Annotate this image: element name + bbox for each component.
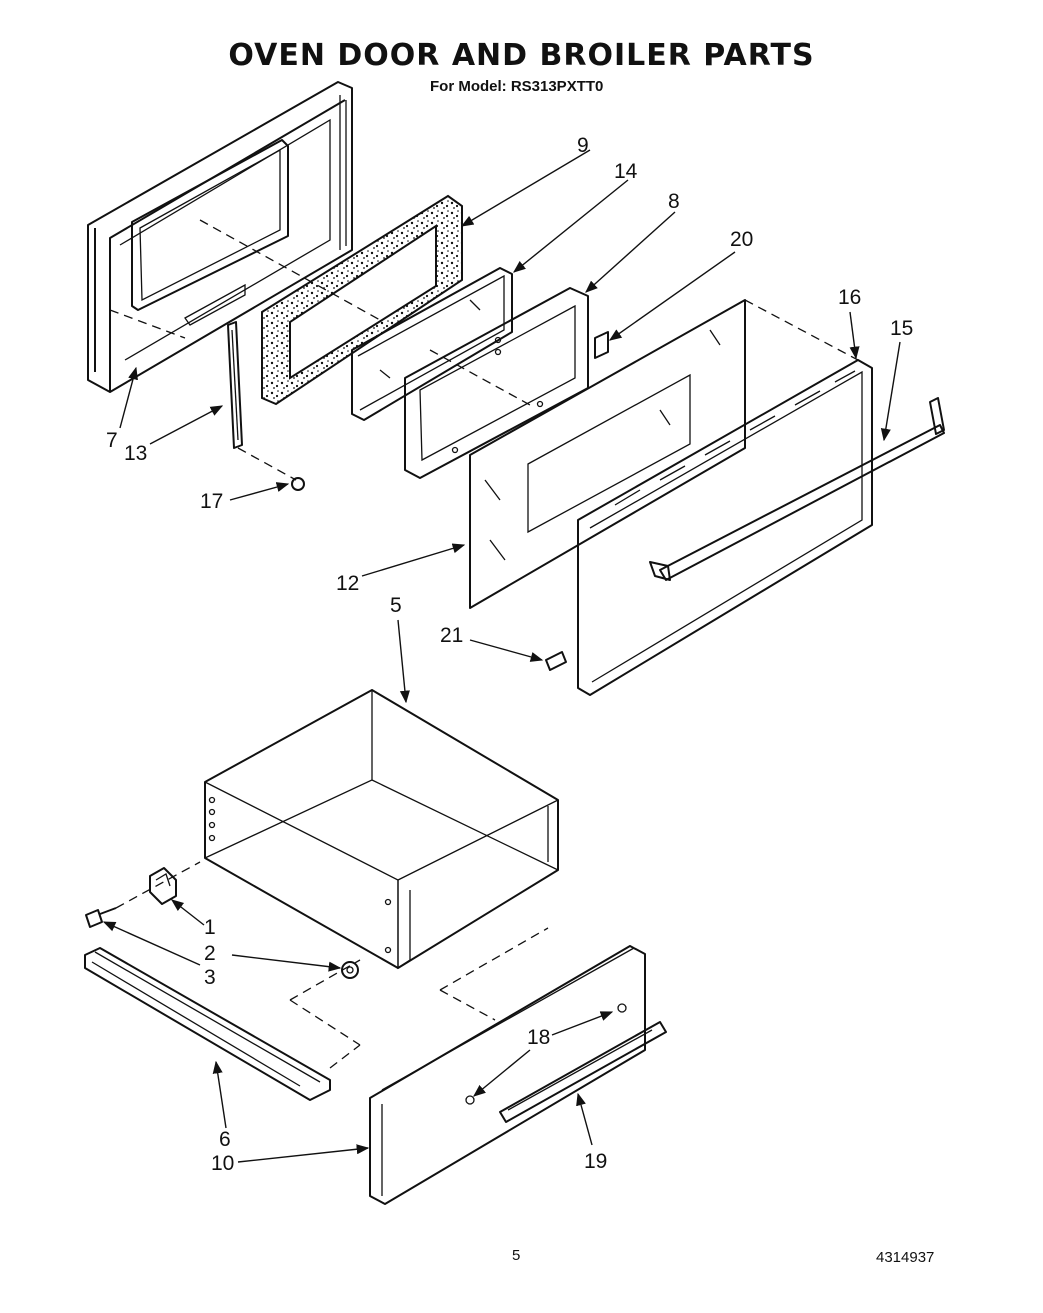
document-number: 4314937 — [876, 1249, 935, 1266]
door-gasket — [261, 194, 463, 406]
callout-8: 8 — [668, 190, 680, 213]
callout-16: 16 — [838, 286, 861, 309]
outer-glass-12 — [469, 299, 746, 609]
align-line-g — [289, 999, 361, 1069]
callout-6: 6 — [219, 1128, 231, 1151]
align-line-b — [237, 447, 297, 481]
drawer-front-10 — [369, 945, 646, 1205]
callout-9: 9 — [577, 134, 589, 157]
align-line-c — [199, 219, 381, 321]
glass-frame-8 — [404, 287, 589, 479]
roller-2 — [341, 961, 359, 979]
callout-10: 10 — [211, 1152, 234, 1175]
callout-3: 3 — [204, 966, 216, 989]
callout-12: 12 — [336, 572, 359, 595]
align-line-h — [439, 927, 549, 1021]
callout-7: 7 — [106, 429, 118, 452]
callout-21: 21 — [440, 624, 463, 647]
model-subtitle: For Model: RS313PXTT0 — [430, 78, 604, 95]
hinge-channel — [227, 321, 243, 449]
align-line-d — [429, 349, 531, 406]
callout-labels: 9 14 8 20 16 15 7 13 17 12 21 5 1 2 3 6 … — [106, 134, 913, 1175]
screw-17 — [291, 477, 305, 491]
callout-5: 5 — [390, 594, 402, 617]
callout-2: 2 — [204, 942, 216, 965]
page-number: 5 — [512, 1247, 521, 1264]
callout-13: 13 — [124, 442, 147, 465]
door-handle-15 — [649, 397, 945, 581]
callout-1: 1 — [204, 916, 216, 939]
callout-19: 19 — [584, 1150, 607, 1173]
broiler-drawer-5 — [204, 689, 559, 970]
inner-door-panel — [87, 81, 353, 393]
screw-3 — [85, 907, 117, 928]
clip-21 — [545, 651, 567, 671]
align-line-f — [289, 959, 361, 1001]
inner-glass-14 — [351, 267, 513, 421]
leader-lines — [102, 149, 901, 1163]
bumper-1 — [149, 867, 177, 905]
outer-door-16 — [577, 299, 873, 696]
align-line-a — [109, 309, 186, 339]
callout-14: 14 — [614, 160, 638, 183]
callout-20: 20 — [730, 228, 753, 251]
align-line-e — [115, 861, 201, 909]
callout-18: 18 — [527, 1026, 550, 1049]
drawer-rail-6 — [84, 947, 331, 1101]
callout-15: 15 — [890, 317, 913, 340]
drawer-handle-19 — [499, 1021, 667, 1123]
page-title: OVEN DOOR AND BROILER PARTS — [228, 38, 815, 73]
bracket-20 — [594, 331, 609, 359]
callout-17: 17 — [200, 490, 223, 513]
